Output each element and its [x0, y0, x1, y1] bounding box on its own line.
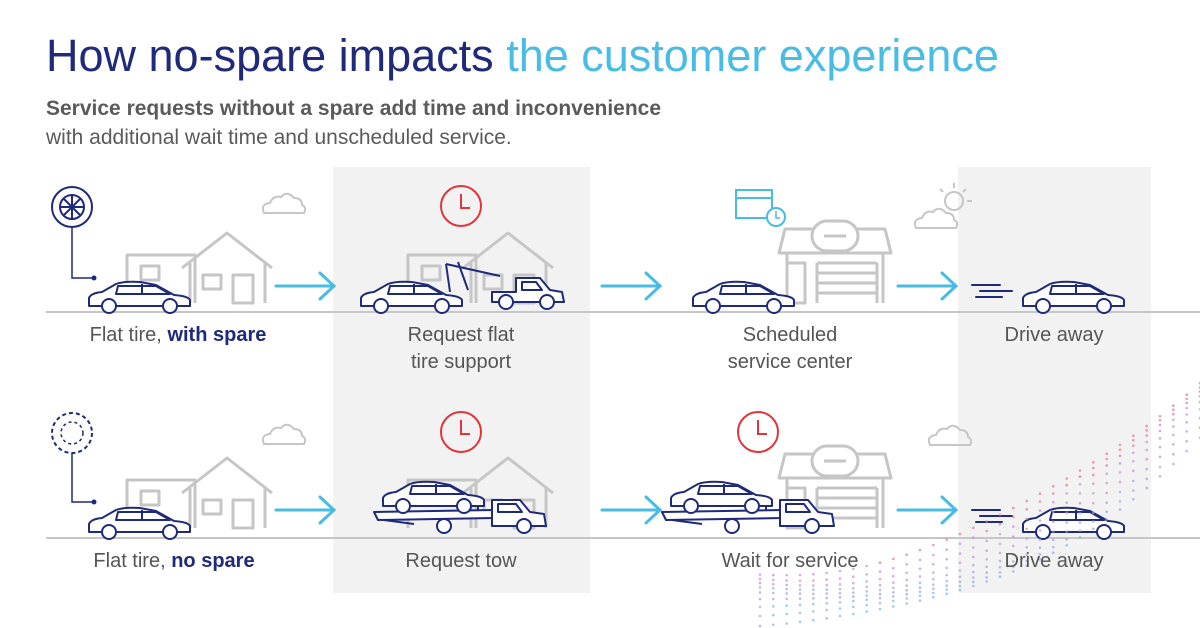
tire-icon	[51, 186, 97, 281]
caption-drive-away-1: Drive away	[1004, 324, 1104, 346]
cloud-icon	[261, 423, 307, 445]
sun-cloud-icon	[939, 183, 972, 211]
cloud-icon	[913, 207, 959, 229]
caption-wait-for-service: Wait for service	[721, 550, 859, 572]
cloud-icon	[261, 192, 307, 214]
speed-lines-icon	[971, 284, 1013, 298]
car-icon	[88, 280, 191, 314]
arrow-icon	[896, 495, 958, 525]
page-title: How no-spare impacts the customer experi…	[46, 30, 999, 81]
garage-icon	[777, 219, 893, 305]
missing-tire-icon	[51, 412, 97, 505]
arrow-icon	[274, 271, 336, 301]
arrow-icon	[274, 495, 336, 525]
dot-wave-decoration	[758, 382, 1200, 628]
car-icon	[88, 506, 191, 540]
caption-flat-tire-with-spare: Flat tire, with spare	[89, 324, 267, 346]
clock-icon	[440, 411, 482, 453]
clock-icon	[737, 411, 779, 453]
arrow-icon	[600, 271, 662, 301]
speed-lines-icon	[971, 509, 1013, 523]
cloud-icon	[927, 424, 973, 446]
calendar-icon	[735, 189, 786, 227]
car-icon	[670, 480, 773, 514]
caption-drive-away-2: Drive away	[1004, 550, 1104, 572]
car-icon	[360, 280, 463, 314]
caption-flat-tire-no-spare: Flat tire, no spare	[93, 550, 255, 572]
car-icon	[692, 280, 795, 314]
subtitle-rest: with additional wait time and unschedule…	[46, 126, 512, 149]
car-icon	[1022, 280, 1125, 314]
arrow-icon	[896, 271, 958, 301]
car-icon	[1022, 506, 1125, 540]
car-icon	[382, 480, 485, 514]
arrow-icon	[600, 495, 662, 525]
clock-icon	[440, 185, 482, 227]
caption-request-tow: Request tow	[405, 550, 517, 572]
subtitle-bold: Service requests without a spare add tim…	[46, 97, 662, 120]
tow-hook-icon	[445, 261, 501, 293]
